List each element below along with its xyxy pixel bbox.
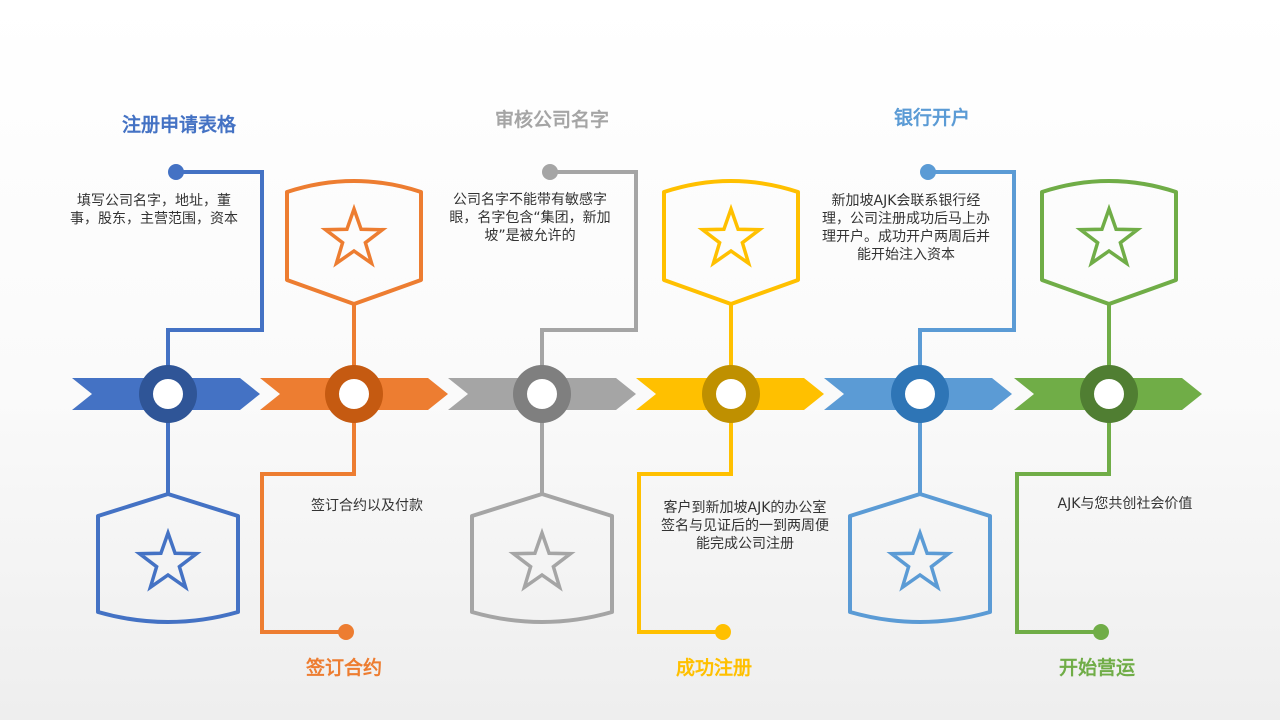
step-1-title: 注册申请表格 (121, 114, 237, 136)
step-4-description: 客户到新加坡AJK的办公室签名与见证后的一到两周便能完成公司注册 (661, 500, 829, 552)
step-1-node-center (153, 379, 183, 409)
step-2-description: 签订合约以及付款 (311, 498, 423, 514)
step-2-connector-bottom (260, 394, 356, 634)
step-4-dot (715, 624, 731, 640)
step-3-description: 公司名字不能带有敏感字眼，名字包含“集团，新加坡”是被允许的 (449, 192, 611, 244)
step-3-star-icon (508, 527, 576, 592)
step-3-connector-top (540, 170, 638, 394)
step-5-node-center (905, 379, 935, 409)
step-3-shield (470, 492, 614, 624)
step-3-title: 审核公司名字 (494, 109, 610, 131)
step-1-star-icon (134, 527, 202, 592)
step-6-dot (1093, 624, 1109, 640)
step-2-node-center (339, 379, 369, 409)
step-6-title: 开始营运 (1058, 657, 1136, 679)
step-5-star-icon (886, 527, 954, 592)
step-6-node-center (1094, 379, 1124, 409)
step-6-shield (1040, 179, 1178, 306)
step-1-shield (96, 492, 240, 624)
step-5-title: 银行开户 (893, 107, 971, 129)
step-5-dot (920, 164, 936, 180)
step-3-dot (542, 164, 558, 180)
step-2-star-icon (320, 203, 388, 268)
step-4-node-center (716, 379, 746, 409)
step-5-description: 新加坡AJK会联系银行经理，公司注册成功后马上办理开户。成功开户两周后并能开始注… (822, 193, 990, 263)
step-2-title: 签订合约 (305, 657, 383, 679)
step-4-shield (662, 179, 800, 306)
step-1-dot (168, 164, 184, 180)
step-6-star-icon (1075, 203, 1143, 268)
step-2-dot (338, 624, 354, 640)
step-1-description: 填写公司名字，地址，董事，股东，主营范围，资本 (70, 193, 238, 227)
step-2-shield (285, 179, 423, 306)
step-3-node-center (527, 379, 557, 409)
step-6-connector-bottom (1015, 394, 1111, 634)
step-6-description: AJK与您共创社会价值 (1057, 496, 1193, 512)
step-1-connector-top (166, 170, 264, 394)
step-5-connector-top (918, 170, 1016, 394)
step-4-star-icon (697, 203, 765, 268)
step-5-shield (848, 492, 992, 624)
step-4-title: 成功注册 (675, 657, 753, 679)
step-4-connector-bottom (637, 394, 733, 634)
